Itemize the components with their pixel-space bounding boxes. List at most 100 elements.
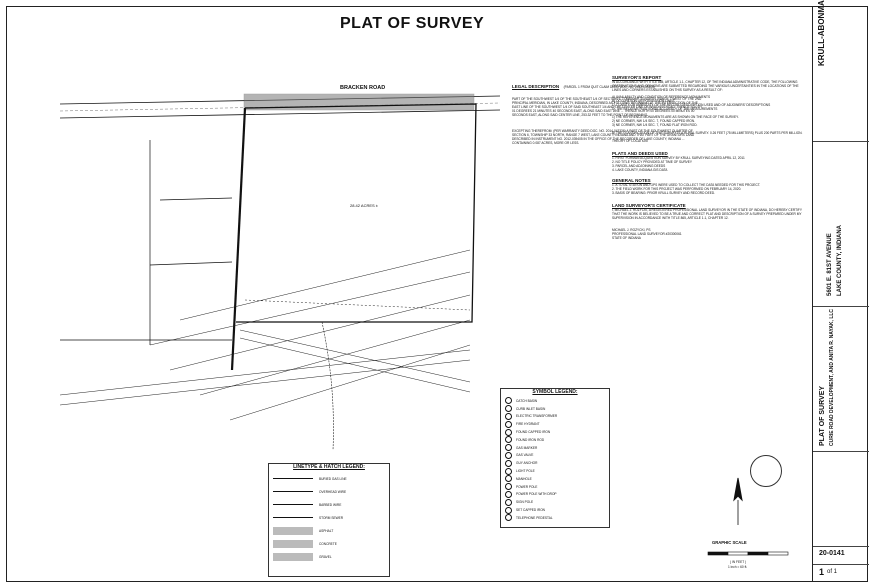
general-note: 2. THE FIELD WORK FOR THIS PROJECT WAS P…	[612, 187, 742, 191]
acreage-label: 28.42 ACRES ±	[350, 203, 378, 208]
legal-heading: LEGAL DESCRIPTION	[512, 84, 560, 89]
easement-lines	[59, 249, 471, 421]
surveyor-report-intro: IN ACCORDANCE WITH TITLE 865, ARTICLE 1.…	[612, 80, 800, 92]
road-label: BRACKEN ROAD	[340, 85, 386, 91]
symbol-legend-item: MANHOLE	[505, 475, 605, 483]
linetype-legend-label: GRAVEL	[319, 554, 332, 559]
linetype-swatch	[273, 526, 313, 535]
company-name: KRULL-ABONMARCHE	[817, 0, 826, 66]
linetype-swatch	[273, 552, 313, 561]
report-item: C) CLARITY OR AMBIGUITY OF THE RECORD DE…	[612, 103, 771, 107]
symbol-legend-label: POWER POLE WITH DROP	[516, 492, 557, 497]
symbol-legend-item: FOUND IRON ROD	[505, 436, 605, 444]
graphic-scale-unit: ( IN FEET )	[730, 560, 747, 564]
legend-symbol-icon	[505, 444, 512, 452]
surveyor-report-heading: SURVEYOR'S REPORT	[612, 75, 662, 80]
symbol-legend-item: GAS VALVE	[505, 451, 605, 460]
legend-symbol-icon	[505, 436, 512, 444]
title-block: KRULL-ABONMARCHE 5601 E. 81ST AVENUE LAK…	[812, 0, 869, 582]
linetype-legend-item: OVERHEAD WIRE	[273, 485, 385, 498]
rpa-note: B) THE CLASSIFICATION OF THIS SURVEY IS …	[612, 131, 803, 135]
symbol-legend-label: POWER POLE	[516, 484, 538, 489]
symbol-legend-label: FOUND CAPPED IRON	[516, 430, 551, 435]
linetype-legend-item: CONCRETE	[273, 537, 385, 550]
legal-body: PART OF THE SOUTHWEST 1/4 OF THE SOUTHEA…	[512, 97, 703, 117]
address-line: 5601 E. 81ST AVENUE	[827, 233, 833, 296]
legend-symbol-icon	[505, 420, 512, 428]
symbol-legend-item: SET CAPPED IRON	[505, 506, 605, 514]
client-name: CURIE ROAD DEVELOPMENT, AND ANITA R. NAY…	[829, 308, 835, 446]
linetype-swatch	[273, 517, 313, 518]
county-line: LAKE COUNTY, INDIANA	[837, 224, 843, 296]
drawing-sheet	[6, 6, 868, 582]
certificate-text: I, MICHAEL J. ROZYCKI, A REGISTERED PROF…	[612, 208, 803, 220]
legend-symbol-icon	[505, 483, 512, 491]
symbol-legend-item: TELEPHONE PEDESTAL	[505, 514, 605, 522]
graphic-scale-label: GRAPHIC SCALE	[712, 540, 747, 545]
plat-item: 3. PARCEL AND ADJOINING DEEDS	[612, 164, 666, 168]
symbol-legend-item: POWER POLE	[505, 483, 605, 491]
symbol-legend-item: GAS MARKER	[505, 444, 605, 452]
general-note: 1. A TOTAL STATION AND GPS WERE USED TO …	[612, 183, 761, 187]
symbol-legend-item: CATCH BASIN	[505, 397, 605, 405]
page-title: PLAT OF SURVEY	[340, 15, 485, 32]
report-item: A) AVAILABILITY AND CONDITION OF REFEREN…	[612, 95, 711, 99]
legend-symbol-icon	[505, 467, 512, 475]
symbol-legend-title: SYMBOL LEGEND:	[532, 389, 578, 395]
symbol-legend-label: SIGN POLE	[516, 500, 534, 505]
surveyor-report: SURVEYOR'S REPORT IN ACCORDANCE WITH TIT…	[612, 75, 807, 240]
symbol-legend-item: POWER POLE WITH DROP	[505, 490, 605, 499]
report-item: B) OCCUPATION OR POSSESSION LINES	[612, 99, 675, 103]
symbol-legend-item: ELECTRIC TRANSFORMER	[505, 412, 605, 421]
legend-symbol-icon	[505, 498, 512, 506]
linetype-swatch	[273, 539, 313, 548]
property-boundary	[230, 103, 477, 371]
signer-title: PROFESSIONAL LAND SURVEYOR #20300061	[612, 232, 682, 236]
linetype-swatch	[273, 491, 313, 492]
symbol-legend-label: GUY ANCHOR	[516, 461, 538, 466]
linetype-legend-label: BURIED GAS LINE	[319, 476, 347, 481]
legal-heading-note: (PARCEL 1 FROM QUIT CLAIM DEED DOC. NO. …	[563, 85, 655, 89]
sheet-of: of 1	[827, 569, 838, 575]
symbol-legend-label: FIRE HYDRANT	[516, 422, 540, 427]
linetype-swatch	[273, 504, 313, 505]
general-note: 3. BASIS OF BEARING: PRIOR KRULL SURVEY …	[612, 191, 716, 195]
legend-symbol-icon	[505, 451, 512, 459]
linetype-legend-list: BURIED GAS LINE OVERHEAD WIRE BARBED WIRE S…	[269, 470, 389, 565]
linetype-legend-item: BARBED WIRE	[273, 498, 385, 511]
symbol-legend-label: TELEPHONE PEDESTAL	[516, 515, 553, 520]
symbol-legend-label: FOUND IRON ROD	[516, 437, 545, 442]
linetype-legend: LINETYPE & HATCH LEGEND: BURIED GAS LINE…	[268, 463, 390, 577]
legend-symbol-icon	[505, 506, 512, 514]
legal-description: LEGAL DESCRIPTION (PARCEL 1 FROM QUIT CL…	[512, 75, 702, 145]
sheet-number: 1	[819, 567, 825, 577]
project-title: PLAT OF SURVEY	[819, 385, 826, 446]
linetype-swatch	[273, 478, 313, 479]
symbol-legend-label: ELECTRIC TRANSFORMER	[516, 414, 558, 419]
plat-item: 2. NO TITLE POLICY PROVIDED AT TIME OF S…	[612, 160, 693, 164]
symbol-legend-label: CATCH BASIN	[516, 398, 538, 403]
linetype-legend-label: STORM SEWER	[319, 515, 344, 520]
monument-item: 2) NE CORNER, NW 1/4 SEC. 7, FOUND CAPPE…	[612, 119, 696, 123]
plats-heading: PLATS AND DEEDS USED	[612, 151, 668, 156]
job-number: 20-0141	[819, 550, 845, 557]
symbol-legend-label: GAS VALVE	[516, 453, 534, 458]
symbol-legend-item: FIRE HYDRANT	[505, 420, 605, 428]
north-arrow-icon	[733, 477, 743, 525]
legend-symbol-icon	[505, 397, 512, 405]
legend-symbol-icon	[505, 428, 512, 436]
monument-item: 1) THE REFERENCE MONUMENTS ARE AS SHOWN …	[612, 115, 739, 119]
linetype-legend-label: BARBED WIRE	[319, 502, 342, 507]
linetype-legend-item: BURIED GAS LINE	[273, 472, 385, 485]
signer-name: MICHAEL J. ROZYCKI, PS	[612, 228, 651, 232]
linetype-legend-title: LINETYPE & HATCH LEGEND:	[293, 464, 365, 470]
report-item: D) THE RELATIVE POSITIONAL ACCURACY OF T…	[612, 107, 718, 111]
plat-item: 1. FIRST FORMAN ACQUISITION SURVEY BY KR…	[612, 156, 745, 160]
linetype-legend-item: GRAVEL	[273, 550, 385, 563]
legend-symbol-icon	[505, 475, 512, 483]
plat-item: 4. LAKE COUNTY, INDIANA GIS DATA	[612, 168, 668, 172]
linetype-legend-label: ASPHALT	[319, 528, 334, 533]
signer-state: STATE OF INDIANA	[612, 236, 641, 240]
